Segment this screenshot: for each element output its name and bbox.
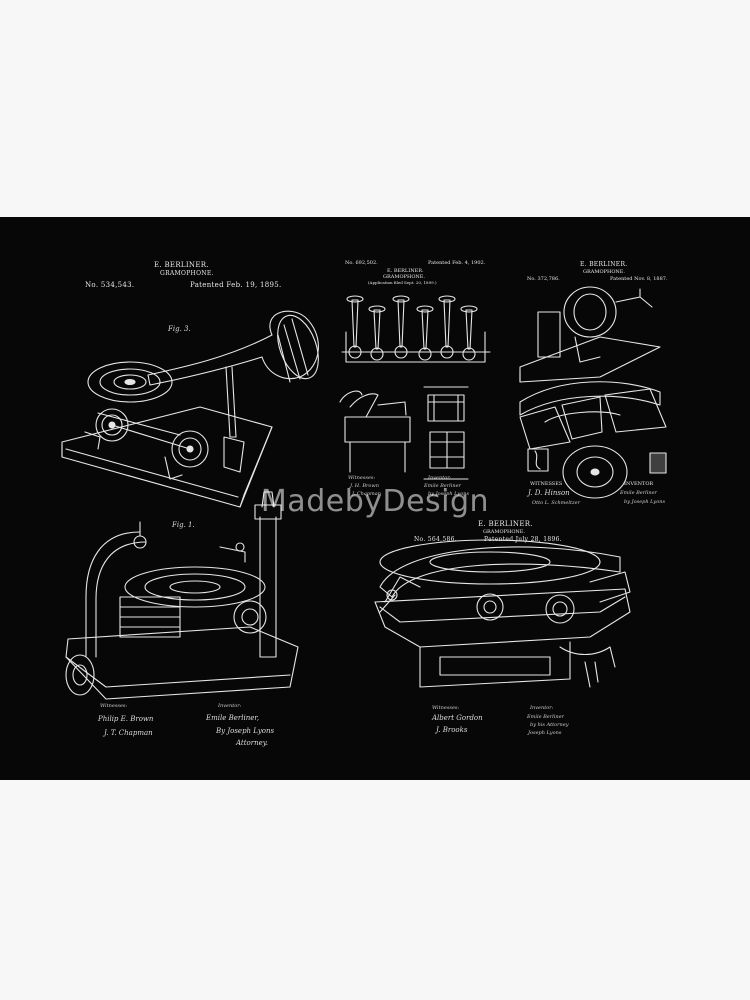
fig-1896-gramophone <box>374 539 631 688</box>
p4-date: Patented July 28, 1896. <box>484 536 562 543</box>
p4-by-attorney: by his Attorney <box>530 722 569 728</box>
p1-number: No. 534,543. <box>85 281 135 289</box>
p4-witness1: Albert Gordon <box>432 714 483 722</box>
p2-witness2: J. Chapman <box>352 491 381 497</box>
p2-title: GRAMOPHONE. <box>383 274 426 280</box>
patent-poster: E. BERLINER. GRAMOPHONE. No. 534,543. Pa… <box>0 217 750 780</box>
p2-date: Patented Feb. 4, 1902. <box>428 260 486 266</box>
p4-inventor: E. BERLINER. <box>478 520 533 528</box>
watermark: MadebyDesign <box>260 484 490 519</box>
p4-attorney: Joseph Lyons <box>528 730 562 736</box>
p3-date: Patented Nov. 8, 1887. <box>610 276 668 282</box>
p3-inventor-label: INVENTOR <box>624 481 654 487</box>
p1-witness2: J. T. Chapman <box>104 729 153 737</box>
p4-inventor-sig: Emile Berliner <box>527 714 564 720</box>
p2-inventor: E. BERLINER. <box>387 268 424 274</box>
p3-witness1: J. D. Hinson <box>528 489 570 497</box>
p4-witnesses-label: Witnesses: <box>432 705 460 711</box>
p1-date: Patented Feb. 19, 1895. <box>190 281 282 289</box>
p2-application: (Application filed Sept. 20, 1899.) <box>368 280 437 285</box>
p4-inventor-label: Inventor: <box>530 705 554 711</box>
patent-drawings <box>61 286 667 700</box>
p3-inventor: E. BERLINER. <box>580 261 628 268</box>
p4-number: No. 564,586. <box>414 536 457 543</box>
p1-fig1-label: Fig. 1. <box>172 521 195 529</box>
p1-attorney: Attorney. <box>236 739 269 747</box>
p1-title: GRAMOPHONE. <box>160 270 214 277</box>
p2-inventor-sig: Emile Berliner <box>424 483 461 489</box>
fig3-horn-gramophone <box>61 310 319 508</box>
p2-by-attorney: by Joseph Lyons <box>428 491 470 497</box>
p3-by-attorney: by Joseph Lyons <box>624 499 666 505</box>
p1-inventor: E. BERLINER. <box>154 261 209 269</box>
p2-number: No. 692,502. <box>345 260 378 266</box>
fig1-gramophone <box>65 491 299 700</box>
p1-witness1: Philip E. Brown <box>98 715 154 723</box>
p3-title: GRAMOPHONE. <box>583 269 626 275</box>
p3-witness2: Otto L. Schmeltzer <box>532 500 580 506</box>
p1-inventor-label: Inventor: <box>218 703 242 709</box>
p1-witnesses-label: Witnesses: <box>100 703 128 709</box>
p3-number: No. 372,786. <box>527 276 560 282</box>
p1-inventor-sig: Emile Berliner, <box>206 714 260 722</box>
p4-witness2: J. Brooks <box>436 726 468 734</box>
p1-by-attorney: By Joseph Lyons <box>216 727 275 735</box>
p2-witness1: J. H. Brown <box>350 483 379 489</box>
p1-fig3-label: Fig. 3. <box>168 325 191 333</box>
multi-horn-figures <box>339 295 491 480</box>
p4-title: GRAMOPHONE. <box>483 529 526 535</box>
p3-witnesses-label: WITNESSES <box>530 481 563 487</box>
fig-1887-parts <box>519 286 667 499</box>
p2-witnesses-label: Witnesses: <box>348 475 376 481</box>
p3-inventor-sig: Emile Berliner <box>620 490 657 496</box>
p2-inventor-label: Inventor: <box>428 475 452 481</box>
